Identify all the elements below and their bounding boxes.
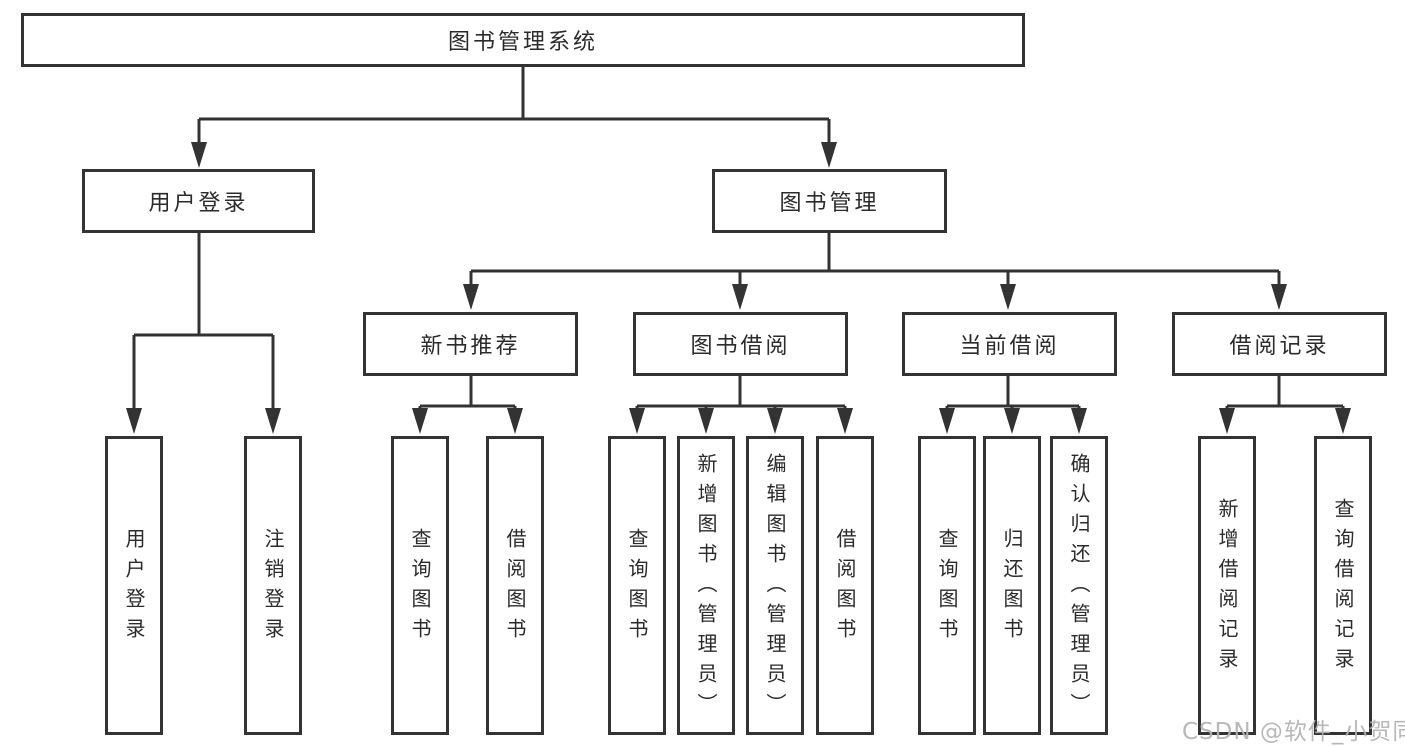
leaf-bb-add-books-admin: 新增图书（管理员） xyxy=(677,436,735,735)
leaf-logout: 注销登录 xyxy=(244,436,302,735)
node-book-borrowing: 图书借阅 xyxy=(633,312,848,376)
leaf-bb-edit-books-admin: 编辑图书（管理员） xyxy=(746,436,804,735)
leaf-nb-query-books: 查询图书 xyxy=(391,436,449,735)
leaf-bb-query-books: 查询图书 xyxy=(608,436,666,735)
leaf-cb-confirm-return-admin: 确认归还（管理员） xyxy=(1050,436,1108,735)
node-borrowing-records: 借阅记录 xyxy=(1172,312,1387,376)
leaf-br-add-record: 新增借阅记录 xyxy=(1198,436,1256,735)
node-root-system: 图书管理系统 xyxy=(21,13,1025,67)
arrowheads xyxy=(126,142,1351,434)
leaf-br-query-record: 查询借阅记录 xyxy=(1314,436,1372,735)
leaf-bb-borrow-books: 借阅图书 xyxy=(816,436,874,735)
node-new-book-recommendation: 新书推荐 xyxy=(363,312,578,376)
leaf-user-login: 用户登录 xyxy=(105,436,163,735)
node-user-login: 用户登录 xyxy=(82,169,315,233)
node-book-management: 图书管理 xyxy=(712,169,947,233)
node-current-borrowing: 当前借阅 xyxy=(902,312,1117,376)
leaf-cb-return-books: 归还图书 xyxy=(983,436,1041,735)
leaf-cb-query-books: 查询图书 xyxy=(918,436,976,735)
leaf-nb-borrow-books: 借阅图书 xyxy=(486,436,544,735)
watermark: CSDN @软件_小贺同学 xyxy=(1182,719,1405,745)
